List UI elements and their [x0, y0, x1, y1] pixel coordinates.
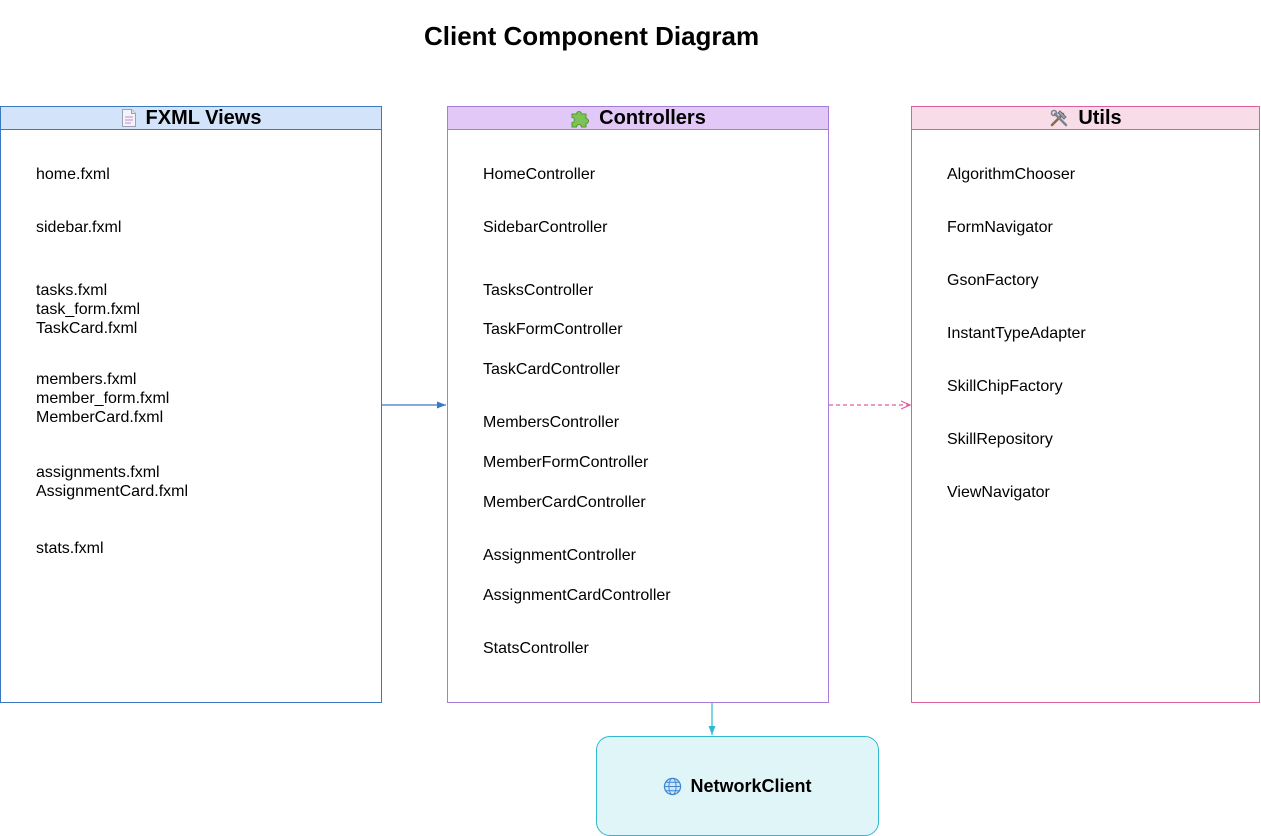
controller-item-home[interactable]: HomeController	[483, 166, 596, 183]
fxml-item-stats[interactable]: stats.fxml	[36, 540, 104, 557]
puzzle-icon	[570, 108, 590, 128]
fxml-item-taskcard[interactable]: TaskCard.fxml	[36, 320, 138, 337]
utils-item-viewnavigator[interactable]: ViewNavigator	[947, 484, 1050, 501]
fxml-item-assignments[interactable]: assignments.fxml	[36, 464, 160, 481]
network-client-label: NetworkClient	[690, 775, 812, 796]
fxml-item-assignmentcard[interactable]: AssignmentCard.fxml	[36, 483, 189, 500]
utils-group[interactable]: Utils AlgorithmChooser FormNavigator Gso…	[911, 106, 1260, 703]
fxml-views-header: FXML Views	[1, 107, 381, 130]
controller-item-sidebar[interactable]: SidebarController	[483, 219, 608, 236]
utils-item-instanttypeadapter[interactable]: InstantTypeAdapter	[947, 325, 1086, 342]
fxml-item-home[interactable]: home.fxml	[36, 166, 110, 183]
controllers-header: Controllers	[448, 107, 828, 130]
controller-item-membercard[interactable]: MemberCardController	[483, 494, 646, 511]
controllers-title: Controllers	[599, 106, 706, 129]
fxml-views-group[interactable]: FXML Views home.fxml sidebar.fxml tasks.…	[0, 106, 382, 703]
controller-item-stats[interactable]: StatsController	[483, 640, 589, 657]
network-client-node[interactable]: NetworkClient	[596, 736, 879, 836]
tools-icon	[1049, 108, 1069, 128]
document-icon	[121, 108, 137, 128]
globe-icon	[663, 777, 682, 796]
controller-item-taskform[interactable]: TaskFormController	[483, 321, 623, 338]
fxml-item-task-form[interactable]: task_form.fxml	[36, 301, 141, 318]
utils-item-gsonfactory[interactable]: GsonFactory	[947, 272, 1039, 289]
controller-item-memberform[interactable]: MemberFormController	[483, 454, 649, 471]
fxml-item-tasks[interactable]: tasks.fxml	[36, 282, 108, 299]
controllers-group[interactable]: Controllers HomeController SidebarContro…	[447, 106, 829, 703]
controller-item-assignmentcard[interactable]: AssignmentCardController	[483, 587, 671, 604]
diagram-title: Client Component Diagram	[424, 21, 760, 51]
controller-item-tasks[interactable]: TasksController	[483, 282, 594, 299]
fxml-views-title: FXML Views	[145, 106, 262, 129]
fxml-item-sidebar[interactable]: sidebar.fxml	[36, 219, 122, 236]
utils-item-skillchipfactory[interactable]: SkillChipFactory	[947, 378, 1063, 395]
controller-item-members[interactable]: MembersController	[483, 414, 620, 431]
fxml-item-members[interactable]: members.fxml	[36, 371, 137, 388]
controller-item-assignment[interactable]: AssignmentController	[483, 547, 636, 564]
utils-item-formnavigator[interactable]: FormNavigator	[947, 219, 1053, 236]
fxml-item-member-form[interactable]: member_form.fxml	[36, 390, 170, 407]
utils-item-algorithmchooser[interactable]: AlgorithmChooser	[947, 166, 1076, 183]
utils-header: Utils	[912, 107, 1259, 130]
fxml-item-membercard[interactable]: MemberCard.fxml	[36, 409, 164, 426]
utils-item-skillrepository[interactable]: SkillRepository	[947, 431, 1053, 448]
controller-item-taskcard[interactable]: TaskCardController	[483, 361, 620, 378]
utils-title: Utils	[1078, 106, 1122, 129]
